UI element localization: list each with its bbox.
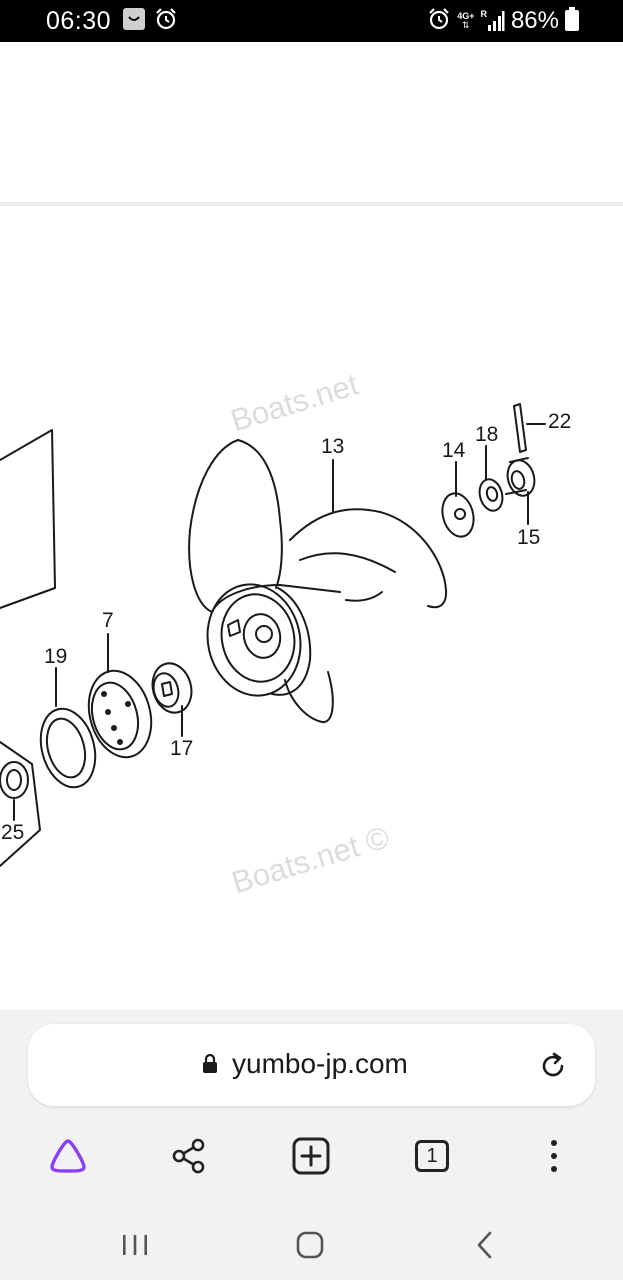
callout-15: 15: [517, 526, 541, 549]
network-indicator: 4G+ ⇅: [457, 12, 474, 30]
roaming-label: R: [480, 9, 487, 19]
parts-diagram[interactable]: Boats.net Boats.net © 13 14 18 22 15 7 1…: [0, 206, 623, 1010]
page-header-blank: [0, 42, 623, 202]
callout-19: 19: [44, 645, 68, 668]
data-arrows-icon: ⇅: [462, 20, 470, 30]
browser-bottom-bar: yumbo-jp.com 1: [0, 1010, 623, 1210]
url-text[interactable]: yumbo-jp.com: [232, 1048, 408, 1079]
callout-13: 13: [321, 435, 345, 458]
alarm-icon: [154, 7, 178, 36]
page-divider: [0, 202, 623, 206]
status-bar: 06:30 4G+ ⇅ R 86%: [0, 0, 623, 42]
battery-icon: [565, 6, 579, 36]
callout-18: 18: [475, 423, 499, 446]
home-icon[interactable]: [280, 1220, 340, 1270]
alarm-icon: [427, 7, 451, 36]
browser-toolbar: 1: [0, 1128, 623, 1184]
callout-22: 22: [548, 410, 572, 433]
status-indicators: 4G+ ⇅ R 86%: [427, 6, 579, 36]
status-time: 06:30: [46, 7, 112, 35]
network-type: 4G+: [457, 11, 475, 21]
callout-17: 17: [170, 737, 194, 760]
tabs-icon[interactable]: 1: [404, 1128, 460, 1184]
signal-icon: R: [480, 10, 505, 32]
address-bar[interactable]: yumbo-jp.com: [28, 1024, 595, 1106]
status-notifications: [122, 7, 178, 36]
callout-25: 25: [1, 821, 25, 844]
callout-7: 7: [102, 609, 114, 632]
reload-icon[interactable]: [538, 1051, 568, 1086]
new-tab-icon[interactable]: [283, 1128, 339, 1184]
back-icon[interactable]: [455, 1220, 515, 1270]
lock-icon: [202, 1053, 218, 1079]
system-nav-bar: [0, 1210, 623, 1280]
share-icon[interactable]: [161, 1128, 217, 1184]
callout-14: 14: [442, 439, 466, 462]
tabs-count: 1: [415, 1140, 449, 1172]
recent-apps-icon[interactable]: [105, 1220, 165, 1270]
more-icon[interactable]: [526, 1128, 582, 1184]
assistant-icon[interactable]: [40, 1128, 96, 1184]
smiley-notification-icon: [122, 7, 146, 36]
propeller-exploded-diagram: [0, 403, 546, 867]
battery-percent: 86%: [510, 7, 559, 34]
